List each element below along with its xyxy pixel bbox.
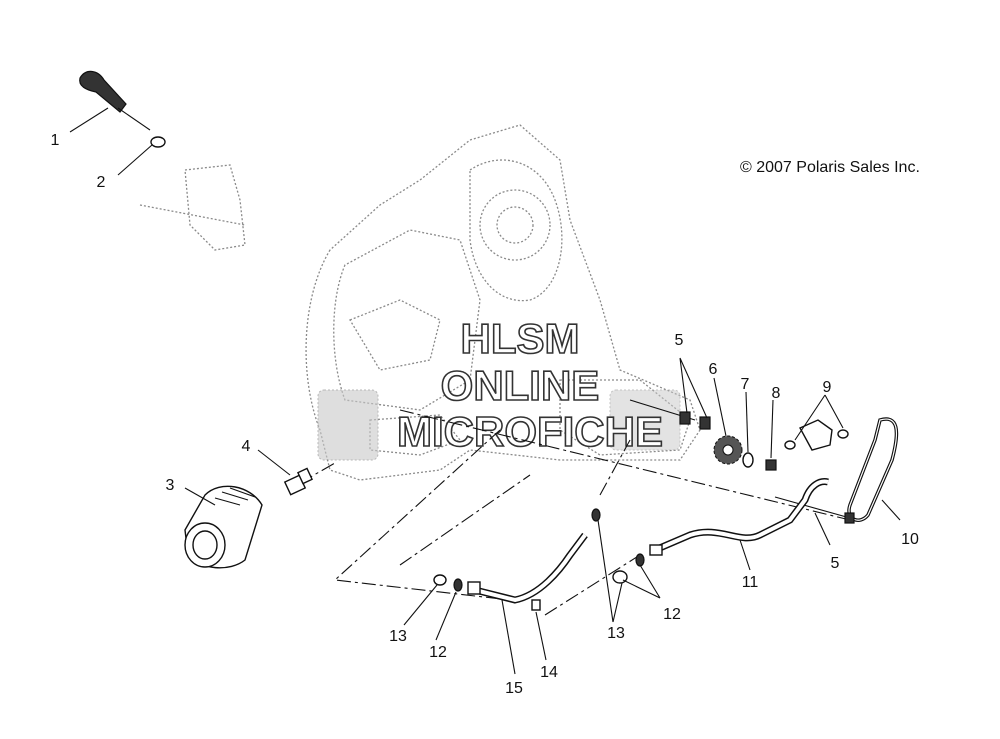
callout-2: 2 (97, 174, 106, 191)
callout-12-left: 12 (429, 644, 447, 661)
engine-case-ghost (139, 124, 701, 481)
dipstick-part (79, 70, 151, 131)
callouts: 1 2 3 4 5 5 6 7 8 9 10 11 12 12 13 13 14… (51, 132, 919, 697)
callout-5-lower: 5 (831, 555, 840, 572)
seal-washers (433, 508, 645, 592)
nut-part (765, 459, 777, 471)
callout-1: 1 (51, 132, 60, 149)
watermark-line2: ONLINE (441, 362, 600, 409)
oil-tube-part-lower (467, 532, 588, 604)
filter-nipple-part (283, 467, 313, 496)
assembly-lines (299, 409, 851, 616)
bolt-part-upper (629, 399, 711, 430)
washer-part (742, 452, 754, 468)
callout-11: 11 (742, 574, 759, 591)
oil-tube-part (649, 478, 829, 556)
drive-chain-part (847, 417, 899, 522)
callout-4: 4 (242, 438, 251, 455)
callout-12-right: 12 (663, 606, 681, 623)
callout-13-right: 13 (607, 625, 625, 642)
watermark-line3: MICROFICHE (397, 408, 663, 455)
oil-fitting-part (784, 419, 849, 451)
callout-7: 7 (741, 376, 750, 393)
callout-15: 15 (505, 680, 523, 697)
watermark-line1: HLSM (461, 315, 580, 362)
leader-lines (69, 107, 901, 675)
o-ring-part (150, 136, 166, 148)
watermark: HLSM ONLINE MICROFICHE (396, 314, 664, 456)
bolt-part-lower (774, 496, 855, 524)
callout-14: 14 (540, 664, 558, 681)
callout-10: 10 (901, 531, 919, 548)
callout-9: 9 (823, 379, 832, 396)
banjo-bolt-part (531, 599, 541, 611)
callout-13-left: 13 (389, 628, 407, 645)
callout-3: 3 (166, 477, 175, 494)
callout-8: 8 (772, 385, 781, 402)
copyright-notice: © 2007 Polaris Sales Inc. (740, 159, 920, 176)
callout-6: 6 (709, 361, 718, 378)
callout-5-upper: 5 (675, 332, 684, 349)
sprocket-part (713, 435, 743, 465)
oil-filter-part (184, 485, 263, 569)
